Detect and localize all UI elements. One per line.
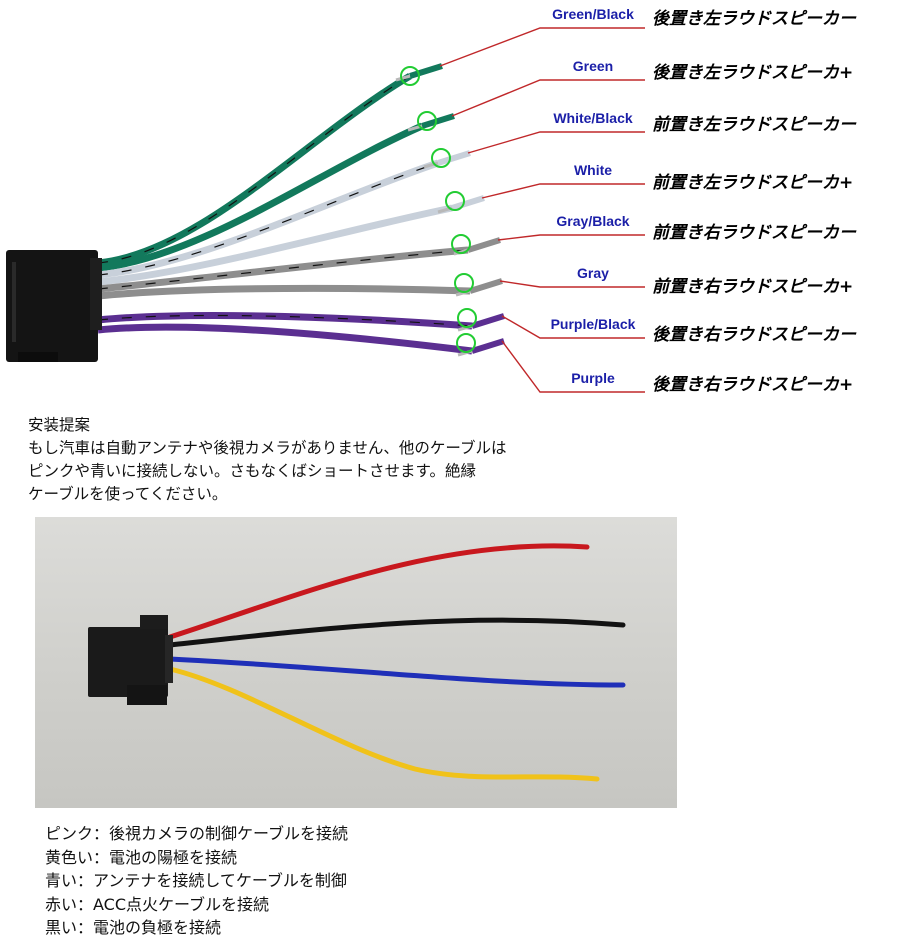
iso-connector <box>6 250 102 362</box>
wire <box>97 312 473 330</box>
marker-circle <box>457 308 477 328</box>
power-wire <box>167 617 626 648</box>
marker-circle <box>431 148 451 168</box>
wire <box>97 323 473 355</box>
wire-function-label: 後置き左ラウドスピーカー <box>652 9 856 29</box>
advice-line: ケーブルを使ってください。 <box>28 485 228 503</box>
wire-color-label: Green <box>572 58 614 74</box>
leader-line <box>501 315 645 339</box>
wire-color-label: Purple <box>571 370 615 386</box>
wire-terminal <box>451 195 485 211</box>
wire-terminal <box>409 63 443 79</box>
wire-function-label: 後置き右ラウドスピーカー <box>652 325 856 345</box>
legend-line: ピンク：後視カメラの制御ケーブルを接続 <box>45 824 349 843</box>
wire <box>97 122 424 272</box>
wire <box>97 246 469 293</box>
wire-metal-tip <box>423 161 439 169</box>
marker-circle <box>451 234 471 254</box>
wire-stripe <box>97 75 411 264</box>
wire-function-label: 前置き右ラウドスピーカー <box>652 223 856 243</box>
leader-line <box>481 183 645 199</box>
power-connector-graphic <box>88 543 626 782</box>
marker-circle <box>454 273 474 293</box>
legend-line: 黄色い：電池の陽極を接続 <box>45 847 238 867</box>
wiring-diagram-graphic <box>6 27 645 393</box>
wire-color-label: White/Black <box>553 110 633 126</box>
legend-line: 黒い：電池の負極を接続 <box>45 918 222 937</box>
power-wire <box>167 656 626 688</box>
wire-terminal <box>469 278 503 294</box>
wire-terminal <box>471 313 505 329</box>
power-connector <box>88 615 173 705</box>
wire-metal-tip <box>395 74 411 82</box>
wire-terminal <box>467 237 501 253</box>
advice-line: ピンクや青いに接続しない。さもなくばショートさせます。絶縁 <box>28 462 476 480</box>
wire-function-label: 後置き左ラウドスピーカ+ <box>652 63 854 83</box>
advice-title: 安装提案 <box>28 416 91 434</box>
wire-stripe <box>97 162 439 276</box>
wire-color-label: Gray <box>577 265 609 281</box>
leader-line <box>439 27 645 67</box>
wire-color-label: Green/Black <box>552 6 634 22</box>
wire <box>97 284 471 300</box>
marker-circle <box>417 111 437 131</box>
power-wire <box>167 543 590 640</box>
leader-line <box>451 79 645 117</box>
legend-line: 赤い：ACC点火ケーブルを接続 <box>45 894 270 914</box>
power-connector-photo <box>35 517 677 808</box>
power-wire <box>167 666 600 782</box>
install-advice: 安装提案 もし汽車は自動アンテナや後視カメラがありません、他のケーブルは ピンク… <box>28 414 728 506</box>
leader-line <box>501 340 645 393</box>
wire-legend: ピンク：後視カメラの制御ケーブルを接続 黄色い：電池の陽極を接続 青い：アンテナ… <box>45 822 745 940</box>
leader-line <box>467 131 645 154</box>
leader-line <box>499 280 645 288</box>
wire-color-label: White <box>573 162 613 178</box>
marker-circle <box>400 66 420 86</box>
legend-line: 青い：アンテナを接続してケーブルを制御 <box>45 871 347 890</box>
wiring-diagram: Green/Black 後置き左ラウドスピーカー Green 後置き左ラウドスピーカ+… <box>0 0 917 400</box>
wire-color-label: Purple/Black <box>550 316 636 332</box>
wire-terminal <box>471 338 505 354</box>
wire-function-label: 後置き右ラウドスピーカ+ <box>652 375 854 395</box>
wire-color-label: Gray/Black <box>556 213 630 229</box>
marker-circle <box>445 191 465 211</box>
wire-function-label: 前置き左ラウドスピーカー <box>652 115 856 135</box>
wire <box>97 204 453 286</box>
wire-terminal <box>437 150 471 166</box>
wire-terminal <box>421 113 455 129</box>
leader-line <box>497 234 645 241</box>
wire-function-label: 前置き右ラウドスピーカ+ <box>652 277 854 297</box>
wire-function-label: 前置き左ラウドスピーカ+ <box>652 173 854 193</box>
advice-line: もし汽車は自動アンテナや後視カメラがありません、他のケーブルは <box>28 439 507 457</box>
marker-circle <box>456 333 476 353</box>
